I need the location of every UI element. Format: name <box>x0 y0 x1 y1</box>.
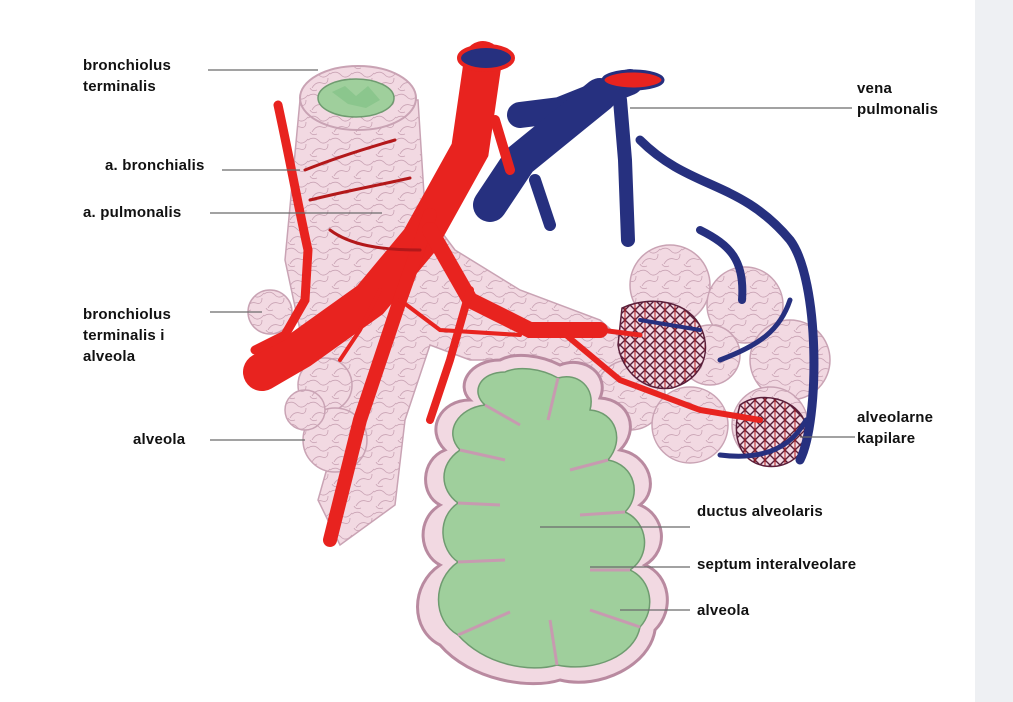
vena-pulmonalis-opening <box>603 71 663 89</box>
label-line: kapilare <box>857 428 933 449</box>
label-a-pulmonalis: a. pulmonalis <box>83 202 181 223</box>
label-septum-interalveolare: septum interalveolare <box>697 554 856 575</box>
label-a-bronchialis: a. bronchialis <box>105 155 205 176</box>
label-line: septum interalveolare <box>697 554 856 575</box>
label-line: alveola <box>697 600 749 621</box>
label-line: bronchiolus <box>83 55 171 76</box>
label-bronchiolus-terminalis-i-alveola: bronchiolus terminalis i alveola <box>83 304 171 367</box>
label-line: alveola <box>83 346 171 367</box>
label-line: pulmonalis <box>857 99 938 120</box>
label-bronchiolus-terminalis: bronchiolus terminalis <box>83 55 171 97</box>
label-alveola-bottom: alveola <box>697 600 749 621</box>
arteria-pulmonalis-opening <box>459 46 513 70</box>
label-line: alveola <box>133 429 185 450</box>
label-line: bronchiolus <box>83 304 171 325</box>
label-line: a. bronchialis <box>105 155 205 176</box>
page-edge-shade <box>975 0 1013 702</box>
label-line: a. pulmonalis <box>83 202 181 223</box>
label-line: vena <box>857 78 938 99</box>
label-alveolarne-kapilare: alveolarne kapilare <box>857 407 933 449</box>
label-line: alveolarne <box>857 407 933 428</box>
label-alveola-left: alveola <box>133 429 185 450</box>
label-line: terminalis i <box>83 325 171 346</box>
label-vena-pulmonalis: vena pulmonalis <box>857 78 938 120</box>
alveolus-left-4 <box>285 390 325 430</box>
label-line: ductus alveolaris <box>697 501 823 522</box>
label-line: terminalis <box>83 76 171 97</box>
label-ductus-alveolaris: ductus alveolaris <box>697 501 823 522</box>
